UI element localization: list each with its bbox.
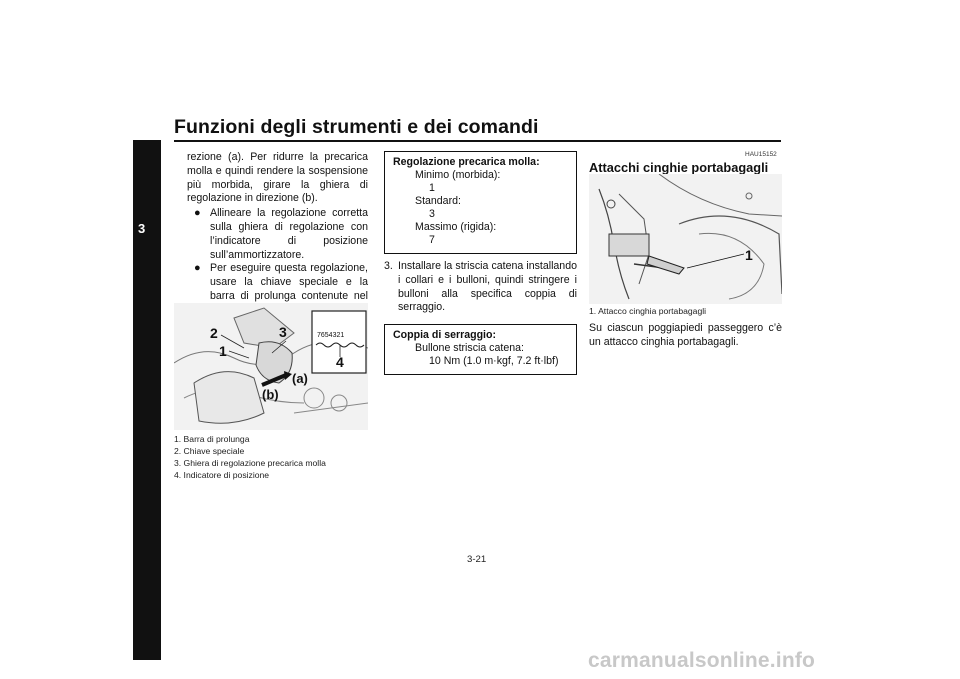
callout-1: 1 — [745, 247, 753, 263]
step-3: 3. Installare la striscia catena install… — [384, 260, 577, 315]
callout-3: 3 — [279, 324, 287, 340]
callout-direction-a: (a) — [292, 371, 308, 386]
luggage-hook-drawing: 1 — [589, 174, 782, 304]
torque-box-title: Coppia di serraggio: — [393, 329, 497, 342]
bullet-list: ● Allineare la regolazione corretta sull… — [174, 207, 368, 317]
preload-std-value: 3 — [429, 208, 435, 220]
luggage-paragraph: Su ciascun poggiapiedi passeggero c’è un… — [589, 322, 782, 348]
page-number: 3-21 — [467, 554, 487, 565]
spring-preload-illustration: 7654321 2 1 3 4 (a) (b) — [174, 303, 368, 430]
section-code: HAU15152 — [745, 151, 777, 158]
caption-item: 1. Barra di prolunga — [174, 434, 250, 444]
chapter-number: 3 — [138, 221, 146, 236]
preload-spec-box: Regolazione precarica molla: Minimo (mor… — [384, 151, 577, 254]
torque-value: 10 Nm (1.0 m·kgf, 7.2 ft·lbf) — [429, 355, 559, 368]
preload-max-label: Massimo (rigida): — [415, 221, 497, 233]
chapter-tab — [133, 140, 161, 660]
preload-scale-digits: 7654321 — [317, 332, 344, 339]
section-heading: Attacchi cinghie portabagagli — [589, 160, 769, 175]
watermark: carmanualsonline.info — [588, 649, 816, 672]
page-title: Funzioni degli strumenti e dei comandi — [174, 116, 539, 138]
callout-direction-b: (b) — [262, 387, 279, 402]
bullet-icon: ● — [194, 207, 201, 220]
callout-2: 2 — [210, 325, 218, 341]
preload-box-title: Regolazione precarica molla: — [393, 156, 540, 168]
callout-1: 1 — [219, 343, 227, 359]
caption-item: 4. Indicatore di posizione — [174, 470, 270, 480]
header-rule — [174, 140, 781, 142]
caption-item: 3. Ghiera di regolazione precarica molla — [174, 458, 326, 468]
preload-std-label: Standard: — [415, 195, 461, 207]
preload-max-value: 7 — [429, 234, 435, 246]
torque-spec-box: Coppia di serraggio: Bullone striscia ca… — [384, 324, 577, 376]
figure-caption-list: 1. Barra di prolunga 2. Chiave speciale … — [174, 433, 374, 481]
caption-item: 2. Chiave speciale — [174, 446, 245, 456]
step-number: 3. — [384, 260, 393, 272]
figure-caption: 1. Attacco cinghia portabagagli — [589, 306, 707, 316]
middle-column: Regolazione precarica molla: Minimo (mor… — [384, 151, 577, 376]
callout-4: 4 — [336, 354, 344, 370]
bullet-icon: ● — [194, 262, 201, 275]
instruction-paragraph: rezione (a). Per ridurre la precarica mo… — [187, 151, 368, 205]
left-column: rezione (a). Per ridurre la precarica mo… — [174, 151, 368, 318]
preload-min-value: 1 — [429, 182, 435, 194]
step-text: Installare la striscia catena installand… — [398, 260, 577, 314]
luggage-strap-hook-illustration: 1 — [589, 174, 782, 304]
preload-min-label: Minimo (morbida): — [415, 169, 501, 181]
spring-preload-drawing: 7654321 2 1 3 4 (a) (b) — [174, 303, 368, 430]
bullet-item: ● Allineare la regolazione corretta sull… — [174, 207, 368, 262]
torque-item: Bullone striscia catena: — [415, 342, 524, 355]
bullet-text: Allineare la regolazione corretta sulla … — [210, 207, 368, 261]
